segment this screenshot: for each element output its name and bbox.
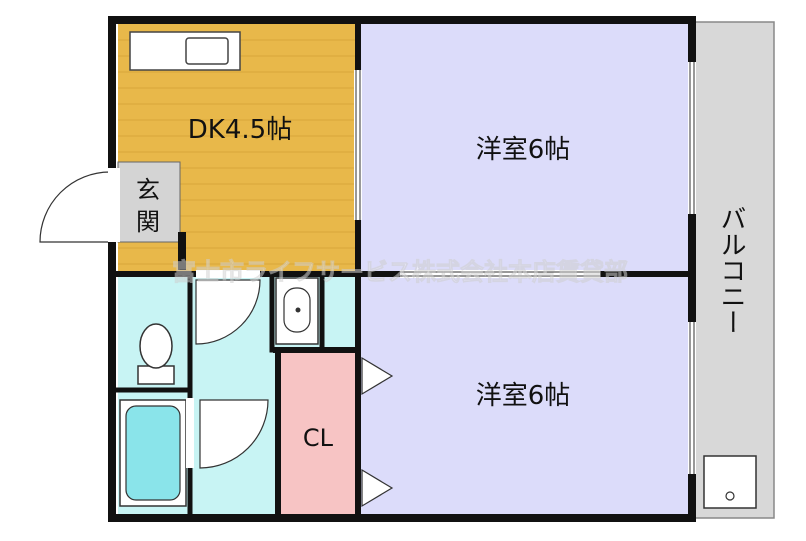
windows (688, 62, 696, 474)
toilet (137, 323, 175, 385)
wash-basin (275, 277, 319, 345)
genkan-label-2: 関 (136, 208, 160, 236)
openings (108, 70, 600, 468)
western-room-upper-label: 洋室6帖 (476, 135, 571, 165)
balcony-outdoor-unit (703, 455, 757, 509)
dk-label: DK4.5帖 (188, 115, 292, 145)
watermark: 富士市ライフサービス株式会社本店賃貸部 (172, 258, 628, 286)
western-room-lower-label: 洋室6帖 (476, 381, 571, 411)
closet-floor (278, 350, 358, 514)
western-room-lower-floor (358, 272, 688, 514)
western-room-upper-floor (358, 24, 688, 272)
genkan-label-1: 玄 (136, 176, 160, 204)
closet-doors (361, 356, 394, 508)
door-swings (39, 171, 269, 469)
bathtub (119, 399, 187, 507)
genkan-floor (117, 161, 181, 243)
kitchen-sink (185, 37, 229, 65)
opening-lines (355, 70, 600, 277)
balcony-floor (687, 21, 775, 519)
closet-label: CL (303, 424, 334, 452)
balcony-label: バルコニー (716, 205, 746, 335)
